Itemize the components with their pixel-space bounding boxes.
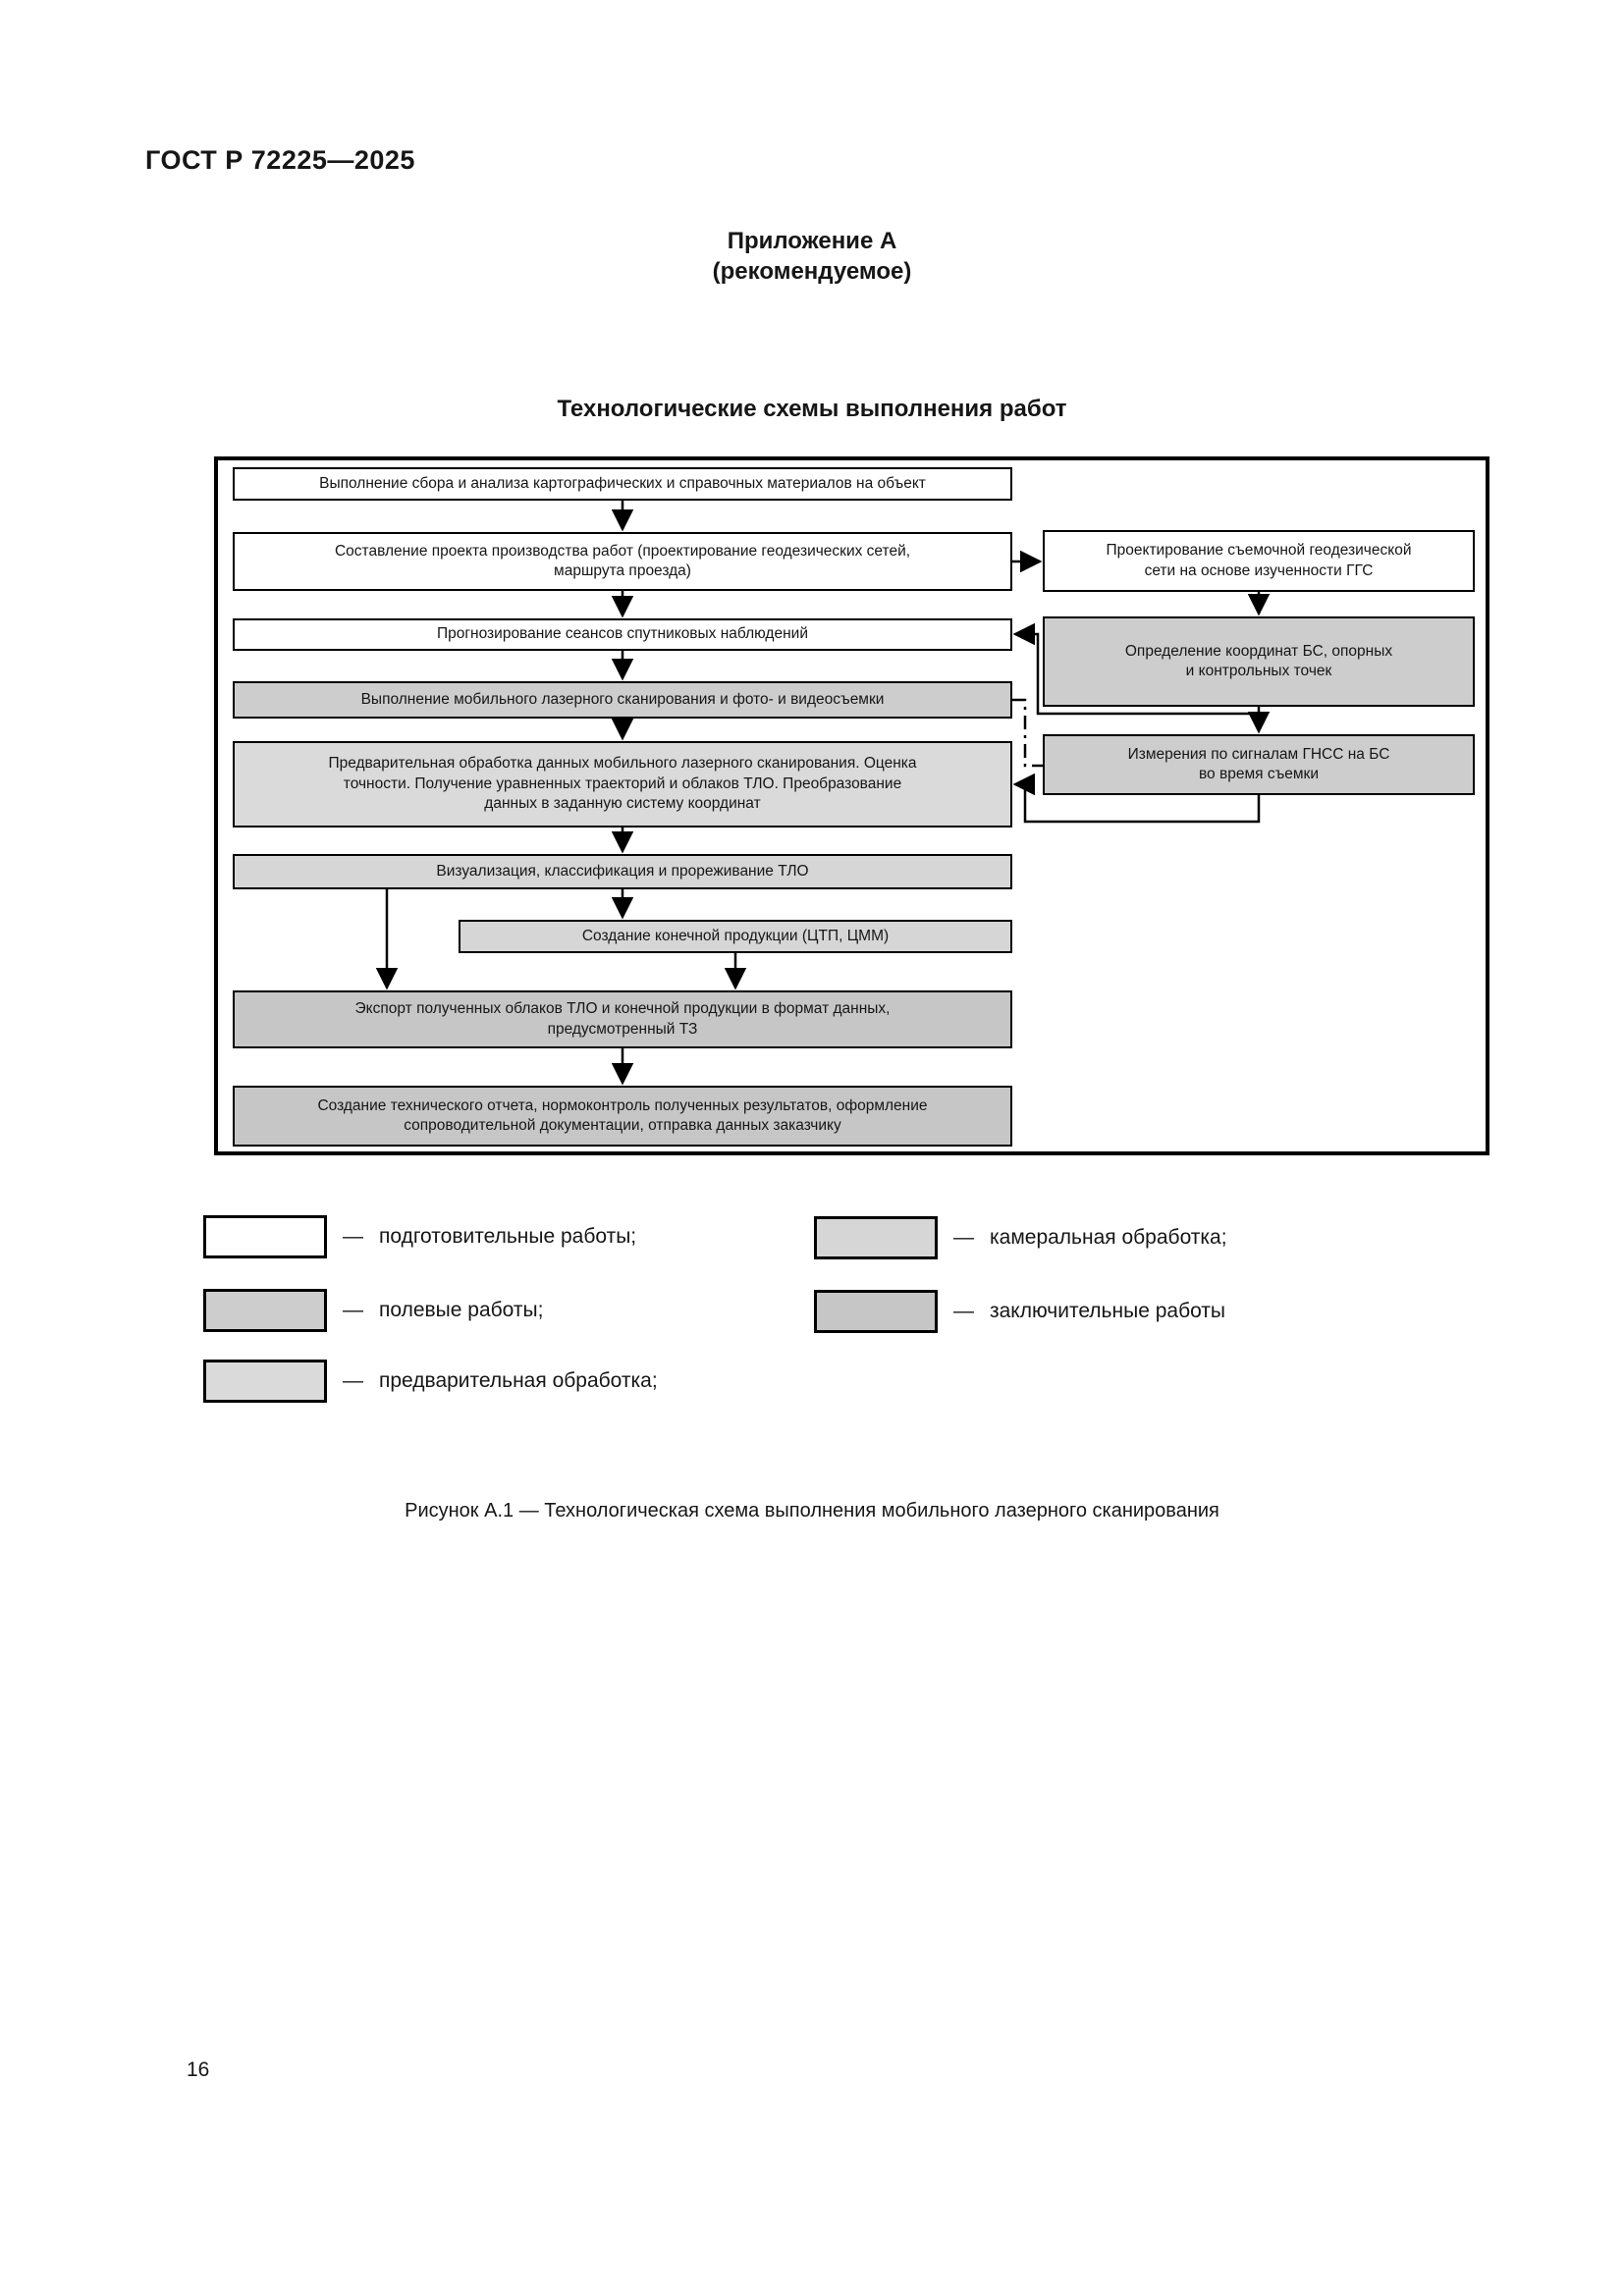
legend-swatch-office	[814, 1216, 938, 1259]
page-number: 16	[187, 2058, 210, 2081]
legend-item-preprocessing: — предварительная обработка;	[203, 1360, 658, 1403]
flow-box-network-design: Проектирование съемочной геодезической с…	[1043, 530, 1475, 592]
arrow-coordinates-to-forecast	[1012, 622, 1259, 716]
legend-item-final: — заключительные работы	[814, 1290, 1225, 1333]
flow-box-base-coordinates: Определение координат БС, опорных и конт…	[1043, 616, 1475, 707]
legend-dash: —	[343, 1299, 363, 1321]
legend-item-preparatory: — подготовительные работы;	[203, 1215, 636, 1258]
flow-box-gnss-measurements: Измерения по сигналам ГНСС на БС во врем…	[1043, 734, 1475, 795]
flow-box-final-products: Создание конечной продукции (ЦТП, ЦММ)	[459, 920, 1012, 953]
legend-dash: —	[953, 1300, 974, 1322]
flow-box-report: Создание технического отчета, нормоконтр…	[233, 1086, 1012, 1147]
flow-box-export: Экспорт полученных облаков ТЛО и конечно…	[233, 990, 1012, 1048]
legend-dash: —	[953, 1226, 974, 1249]
document-code: ГОСТ Р 72225—2025	[145, 145, 415, 175]
legend-label: полевые работы;	[379, 1299, 544, 1321]
flow-box-forecast: Прогнозирование сеансов спутниковых набл…	[233, 618, 1012, 651]
arrow-gnss-to-preprocessing	[1012, 773, 1261, 824]
link-scanning-to-gnss-dashdot	[1012, 698, 1043, 768]
legend-item-field: — полевые работы;	[203, 1289, 543, 1332]
flowchart-frame: Выполнение сбора и анализа картографичес…	[214, 456, 1489, 1155]
legend-item-office: — камеральная обработка;	[814, 1216, 1227, 1259]
legend-dash: —	[343, 1369, 363, 1392]
flow-box-preprocessing: Предварительная обработка данных мобильн…	[233, 741, 1012, 828]
legend-label: подготовительные работы;	[379, 1225, 637, 1248]
flow-box-visualization: Визуализация, классификация и прореживан…	[233, 854, 1012, 889]
flow-connectors	[375, 501, 1271, 1086]
appendix-note: (рекомендуемое)	[712, 258, 912, 286]
legend-label: заключительные работы	[990, 1300, 1226, 1322]
flow-box-collect: Выполнение сбора и анализа картографичес…	[233, 467, 1012, 501]
flow-box-project: Составление проекта производства работ (…	[233, 532, 1012, 591]
flow-box-scanning: Выполнение мобильного лазерного сканиров…	[233, 681, 1012, 719]
legend-label: предварительная обработка;	[379, 1369, 658, 1392]
legend-swatch-final	[814, 1290, 938, 1333]
appendix-heading: Приложение А (рекомендуемое)	[0, 226, 1624, 287]
figure-caption: Рисунок А.1 — Технологическая схема выпо…	[405, 1500, 1219, 1522]
legend-swatch-preprocessing	[203, 1360, 327, 1403]
appendix-label: Приложение А	[727, 228, 897, 254]
legend-swatch-preparatory	[203, 1215, 327, 1258]
legend-label: камеральная обработка;	[990, 1226, 1227, 1249]
legend-swatch-field	[203, 1289, 327, 1332]
diagram-title: Технологические схемы выполнения работ	[557, 396, 1067, 422]
legend-dash: —	[343, 1225, 363, 1248]
